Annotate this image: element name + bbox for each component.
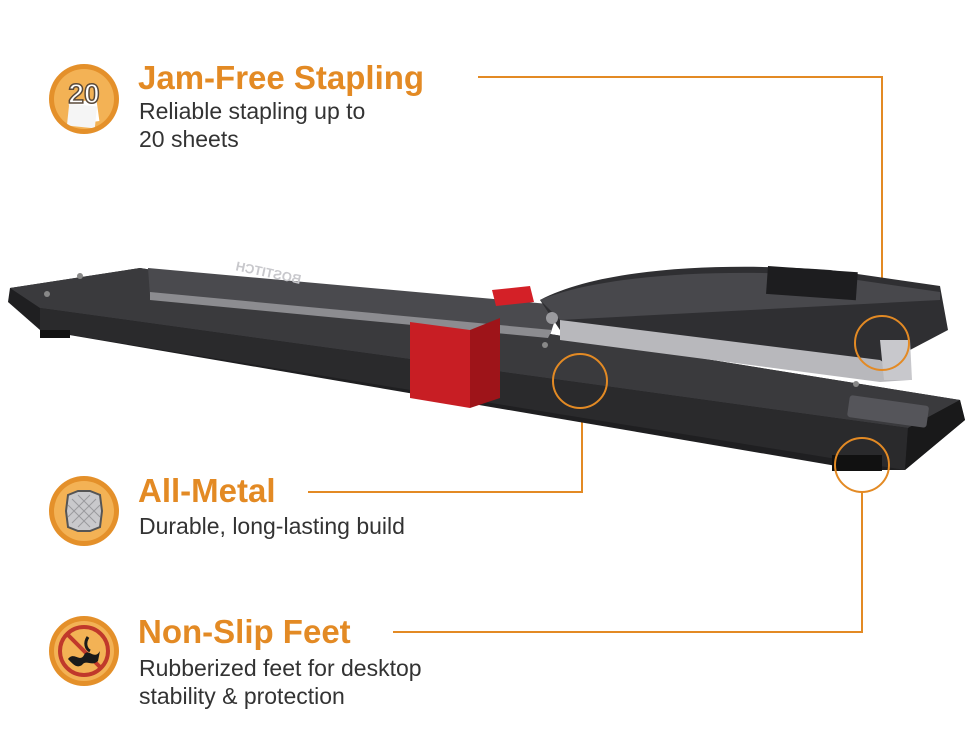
feature-description-line: 20 sheets [139, 126, 239, 152]
callout-lines [308, 76, 883, 633]
feature-title: Jam-Free Stapling [138, 59, 425, 96]
feature-description-line: Durable, long-lasting build [139, 513, 405, 539]
feature-description: Reliable stapling up to 20 sheets [139, 97, 365, 153]
feature-title: All-Metal [138, 472, 276, 509]
detail-markers [552, 315, 910, 493]
metal-plate-icon [49, 476, 119, 546]
callout-line-all-metal [308, 405, 583, 493]
paper-guide [410, 286, 534, 408]
feature-description-line: Reliable stapling up to [139, 98, 366, 124]
callout-line-non-slip [393, 492, 863, 633]
no-slip-banana-icon [49, 616, 119, 686]
feature-title: Non-Slip Feet [138, 613, 351, 650]
jam-free-marker [854, 315, 910, 371]
feature-description: Durable, long-lasting build [139, 512, 405, 540]
stapler-head [540, 266, 948, 382]
callout-line-jam-free [478, 76, 883, 316]
badge-count: 20 [68, 78, 99, 109]
non-slip-marker [834, 437, 890, 493]
feature-description: Rubberized feet for desktop stability & … [139, 654, 422, 710]
feature-description-line: Rubberized feet for desktop [139, 655, 422, 681]
sheet-count-20-icon: 20 [49, 64, 119, 134]
feature-description-line: stability & protection [139, 683, 345, 709]
all-metal-marker [552, 353, 608, 409]
